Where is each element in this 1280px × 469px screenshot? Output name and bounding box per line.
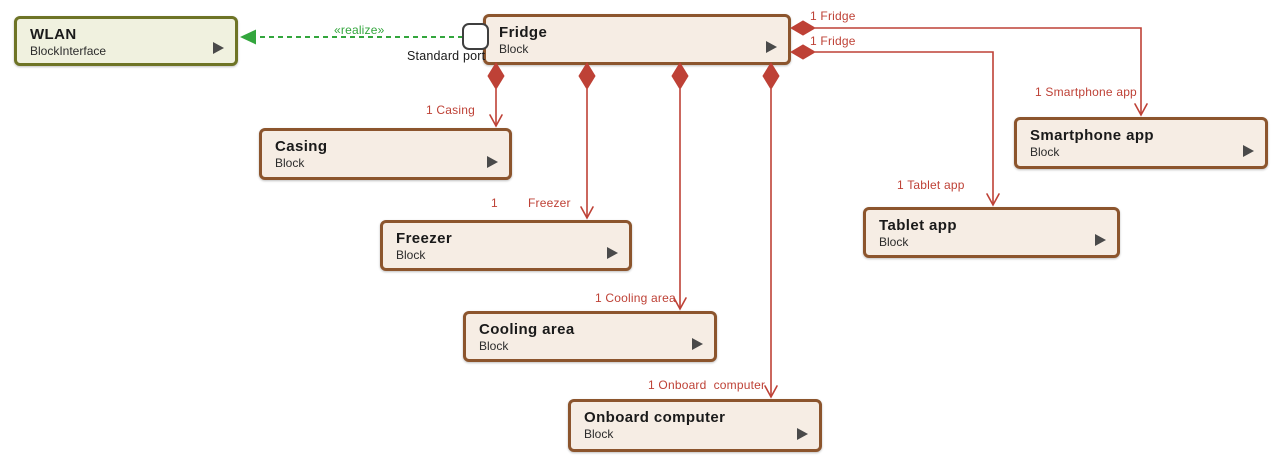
block-freezer-stereotype: Block: [396, 248, 426, 262]
block-casing[interactable]: Casing Block: [259, 128, 512, 180]
drilldown-triangle-icon[interactable]: [797, 428, 808, 440]
composition-connector-tablet-app[interactable]: [790, 44, 1000, 207]
block-cooling-area-title: Cooling area: [479, 321, 575, 338]
multiplicity-label-smartphone-app: 1 Smartphone app: [1035, 85, 1137, 99]
multiplicity-label-onboard-computer: 1 Onboard computer: [648, 378, 766, 392]
block-smartphone-app-title: Smartphone app: [1030, 127, 1154, 144]
block-casing-stereotype: Block: [275, 156, 305, 170]
block-onboard-computer-title: Onboard computer: [584, 409, 726, 426]
block-onboard-computer-stereotype: Block: [584, 427, 614, 441]
standard-port[interactable]: [462, 23, 489, 50]
drilldown-triangle-icon[interactable]: [607, 247, 618, 259]
realize-connector[interactable]: [240, 29, 463, 45]
block-onboard-computer[interactable]: Onboard computer Block: [568, 399, 822, 452]
block-smartphone-app[interactable]: Smartphone app Block: [1014, 117, 1268, 169]
block-fridge-title: Fridge: [499, 24, 548, 41]
drilldown-triangle-icon[interactable]: [487, 156, 498, 168]
block-smartphone-app-stereotype: Block: [1030, 145, 1060, 159]
composition-connector-cooling-area[interactable]: [671, 62, 689, 311]
block-tablet-app[interactable]: Tablet app Block: [863, 207, 1120, 258]
block-casing-title: Casing: [275, 138, 328, 155]
block-freezer[interactable]: Freezer Block: [380, 220, 632, 271]
drilldown-triangle-icon[interactable]: [692, 338, 703, 350]
drilldown-triangle-icon[interactable]: [1095, 234, 1106, 246]
multiplicity-label-casing: 1 Casing: [426, 103, 475, 117]
block-tablet-app-title: Tablet app: [879, 217, 957, 234]
multiplicity-label-fridge-bottom: 1 Fridge: [810, 34, 856, 48]
composition-connector-casing[interactable]: [487, 62, 505, 128]
block-fridge[interactable]: Fridge Block: [483, 14, 791, 65]
composition-connector-onboard-computer[interactable]: [762, 62, 780, 399]
drilldown-triangle-icon[interactable]: [766, 41, 777, 53]
composition-connector-freezer[interactable]: [578, 62, 596, 220]
role-label-freezer: Freezer: [528, 196, 571, 210]
block-cooling-area[interactable]: Cooling area Block: [463, 311, 717, 362]
multiplicity-label-tablet-app: 1 Tablet app: [897, 178, 965, 192]
block-cooling-area-stereotype: Block: [479, 339, 509, 353]
block-tablet-app-stereotype: Block: [879, 235, 909, 249]
block-fridge-stereotype: Block: [499, 42, 529, 56]
drilldown-triangle-icon[interactable]: [213, 42, 224, 54]
realize-stereotype-label: «realize»: [334, 23, 385, 37]
composition-connector-smartphone-app[interactable]: [790, 20, 1148, 117]
multiplicity-label-fridge-top: 1 Fridge: [810, 9, 856, 23]
multiplicity-label-cooling-area: 1 Cooling area: [595, 291, 676, 305]
drilldown-triangle-icon[interactable]: [1243, 145, 1254, 157]
multiplicity-label-freezer: 1: [491, 196, 498, 210]
block-freezer-title: Freezer: [396, 230, 453, 247]
block-wlan-title: WLAN: [30, 26, 77, 43]
standard-port-label: Standard port: [407, 49, 486, 63]
block-wlan-stereotype: BlockInterface: [30, 44, 107, 58]
block-wlan[interactable]: WLAN BlockInterface: [14, 16, 238, 66]
